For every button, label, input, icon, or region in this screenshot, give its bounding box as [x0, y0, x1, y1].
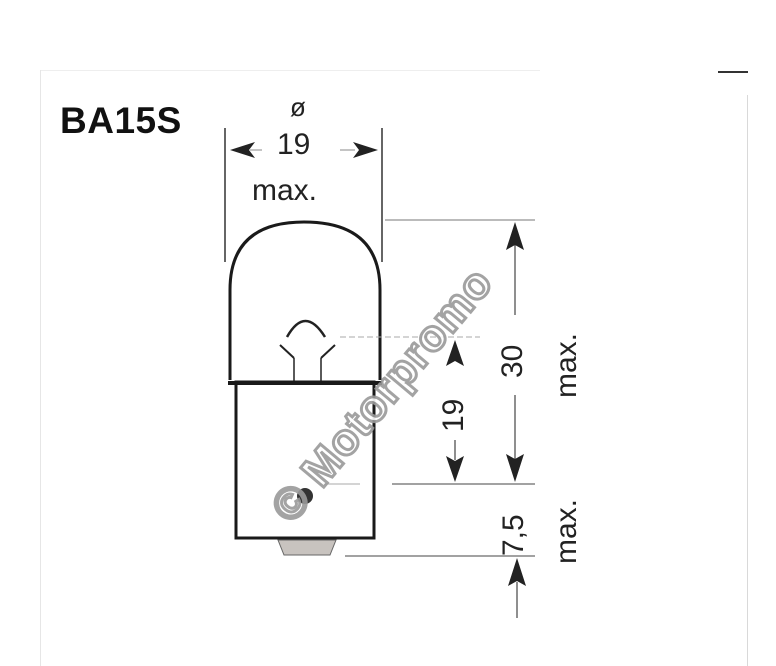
bulb-type-title: BA15S: [60, 100, 182, 141]
frame-left-line: [40, 70, 41, 666]
diameter-symbol: ø: [290, 92, 306, 122]
frame-top-line: [40, 70, 540, 71]
total-height-value: 30: [496, 344, 529, 378]
frame-right-line: [747, 95, 748, 666]
width-value: 19: [277, 128, 311, 161]
width-max-label: max.: [252, 174, 318, 207]
dash-mark: [718, 71, 748, 73]
total-height-max-label: max.: [550, 332, 583, 398]
base-tip-value: 7,5: [497, 514, 530, 556]
base-tip-max-label: max.: [550, 498, 583, 564]
filament-height-value: 19: [437, 398, 470, 432]
